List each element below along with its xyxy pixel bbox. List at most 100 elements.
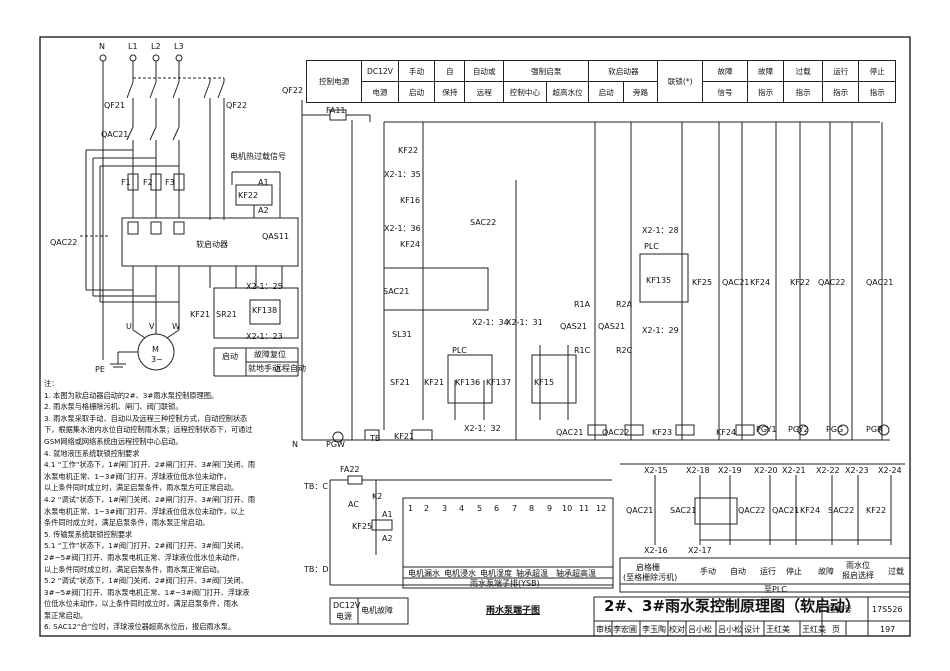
label-kf136: KF136 <box>455 378 481 387</box>
atlas-no: 17S526 <box>872 605 903 614</box>
label-sac22: SAC22 <box>470 218 497 227</box>
phase-n: N <box>99 42 105 51</box>
label-soft-starter: 软启动器 <box>196 240 228 249</box>
plc-term-18: X2-18 <box>686 466 710 475</box>
plc-cell-level: 雨水位 <box>846 561 870 570</box>
label-x2-25: X2-1：25 <box>246 282 283 291</box>
label-start: 启动 <box>222 352 238 361</box>
term-no-6: 6 <box>494 504 500 513</box>
plc-cell-stop: 停止 <box>786 567 802 576</box>
hdr-manual-sub: 启动 <box>397 81 436 103</box>
plc-kf24: KF24 <box>800 506 821 515</box>
plc-cell-grille-sub: (至格栅除污机) <box>623 573 678 582</box>
term-cell-bearing-temp: 轴承超温 <box>516 569 548 578</box>
term-no-10: 10 <box>562 504 573 513</box>
label-plc-1: PLC <box>452 346 467 355</box>
plc-cell-grille: 启格栅 <box>636 563 660 572</box>
term-no-9: 9 <box>547 504 553 513</box>
power-circuit <box>80 54 299 377</box>
label-pgg: PGG <box>826 425 844 434</box>
label-sac21: SAC21 <box>383 287 410 296</box>
note-line: 4.2 “调试”状态下，1#闸门关闭、2#闸门打开、3#闸门打开、雨 <box>44 494 256 504</box>
hdr-forced-control-center: 控制中心 <box>503 81 547 103</box>
label-r2c: R2C <box>616 346 633 355</box>
label-tbd: TB：D <box>304 565 329 574</box>
label-qf22: QF22 <box>226 101 248 110</box>
hdr-stop-indicator-sub: 指示 <box>858 81 896 103</box>
label-a2-term: A2 <box>382 534 393 543</box>
label-qas21: QAS21 <box>560 322 588 331</box>
label-motor-heat: 电机热过载信号 <box>230 152 286 161</box>
label-kf25: KF25 <box>692 278 713 287</box>
label-u: U <box>126 322 132 331</box>
label-kf138: KF138 <box>252 306 278 315</box>
note-line: 2#~5#阀门打开、雨水泵电机正常、浮球液位低水位未动作， <box>44 552 244 562</box>
note-line: 5.1 “工作”状态下，1#阀门打开、2#阀门打开、3#阀门关闭、 <box>44 541 248 551</box>
label-kf22-b: KF22 <box>790 278 811 287</box>
plc-term-19: X2-19 <box>718 466 742 475</box>
ysb-strip <box>402 497 614 589</box>
term-no-5: 5 <box>477 504 483 513</box>
label-a1: A1 <box>258 178 269 187</box>
hdr-fault-indicator: 故障 <box>746 60 785 82</box>
label-ysb: 雨水泵端子排(YSB) <box>470 579 540 588</box>
name-design: 王红美 <box>766 625 790 634</box>
plc-term-24: X2-24 <box>878 466 902 475</box>
note-line: 4.1 “工作”状态下，1#闸门打开、2#闸门打开、3#闸门关闭、雨 <box>44 460 256 470</box>
role-review: 审核 <box>596 625 612 634</box>
atlas-label: 图集号 <box>828 605 852 614</box>
sig-review: 李玉陶 <box>642 625 666 634</box>
label-qf21: QF21 <box>104 101 126 110</box>
plc-cell-overload: 过载 <box>888 567 904 576</box>
label-kf22: KF22 <box>238 191 259 200</box>
label-qac21-c: QAC21 <box>866 278 894 287</box>
phase-l2: L2 <box>151 42 161 51</box>
label-x2-29: X2-1：29 <box>642 326 679 335</box>
label-qac21: QAC21 <box>101 130 129 139</box>
label-f3: F3 <box>165 178 175 187</box>
label-kf24: KF24 <box>400 240 421 249</box>
plc-term-22: X2-22 <box>816 466 840 475</box>
note-line: 下，根据集水池内水位自动控制雨水泵；远程控制状态下，可通过 <box>44 425 253 435</box>
term-no-1: 1 <box>408 504 414 513</box>
note-line: 4. 就地液压系统联锁控制要求 <box>44 448 140 458</box>
hdr-run-indicator-sub: 指示 <box>821 81 860 103</box>
hdr-dc12v-sub: 电源 <box>361 81 399 103</box>
note-line: 6. SAC12“合”位时，浮球液位器超高水位后，报启雨水泵。 <box>44 622 236 632</box>
term-no-8: 8 <box>529 504 535 513</box>
plc-term-16: X2-16 <box>644 546 668 555</box>
drawing-title: 2#、3#雨水泵控制原理图（软启动） <box>604 597 861 615</box>
hdr-forced-start: 强制启泵 <box>502 60 590 82</box>
hdr-fault-signal-sub: 信号 <box>702 81 748 103</box>
label-pe: PE <box>95 365 105 374</box>
note-line: 水泵电机正常、1~3#阀门打开、浮球液位低水位未动作， <box>44 471 231 481</box>
label-remote-auto: 远程自动 <box>274 364 306 373</box>
label-x2-31: X2-1：31 <box>506 318 543 327</box>
note-line: 以上条件同时成立时，满足启泵条件，雨水泵方可正常启动。 <box>44 483 239 493</box>
label-x2-34: X2-1：34 <box>472 318 509 327</box>
role-proof: 校对 <box>669 625 685 634</box>
label-dc12v-term: DC12V <box>333 601 361 610</box>
label-qas11: QAS11 <box>262 232 290 241</box>
phase-l1: L1 <box>128 42 138 51</box>
label-pgy2: PGY2 <box>788 425 809 434</box>
label-pgy1: PGY1 <box>756 425 777 434</box>
label-kf16: KF16 <box>400 196 421 205</box>
label-k2: K2 <box>372 492 383 501</box>
note-line: 5.2 “调试”状态下，1#阀门关闭、2#阀门打开、3#阀门关闭、 <box>44 576 248 586</box>
hdr-auto-remote: 自动或 <box>464 60 504 82</box>
label-motor-sub: 3~ <box>151 355 163 364</box>
term-no-12: 12 <box>596 504 607 513</box>
label-kf15: KF15 <box>534 378 555 387</box>
page-label: 页 <box>832 625 840 634</box>
label-fa11: FA11 <box>326 106 346 115</box>
plc-qac21: QAC21 <box>626 506 654 515</box>
hdr-interlock: 联锁(*) <box>657 60 704 103</box>
label-x2-23: X2-1：23 <box>246 332 283 341</box>
label-qac21-coil: QAC21 <box>556 428 584 437</box>
label-kf24-b: KF24 <box>750 278 771 287</box>
hdr-run-indicator: 运行 <box>821 60 860 82</box>
hdr-overload-indicator: 过载 <box>783 60 823 82</box>
plc-qac22: QAC22 <box>738 506 766 515</box>
